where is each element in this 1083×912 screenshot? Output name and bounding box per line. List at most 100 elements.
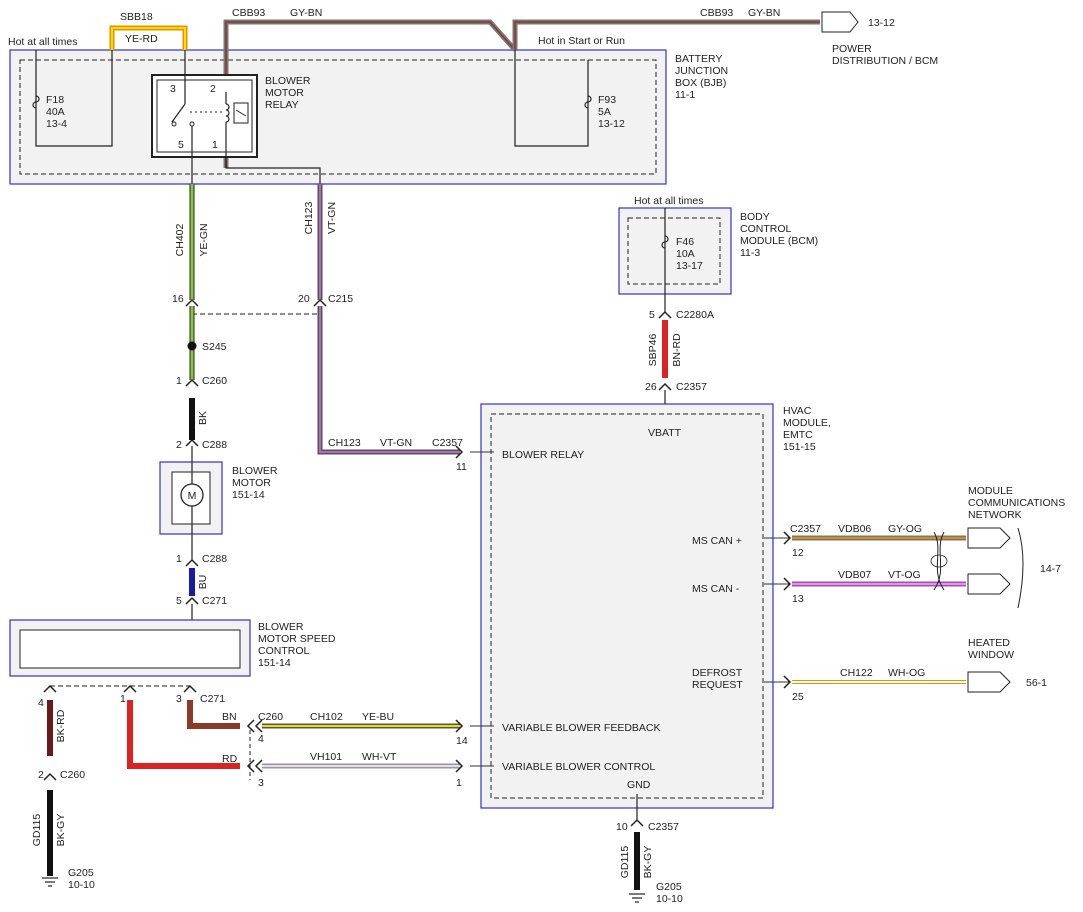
cbb93-b-code: CBB93 [700, 7, 733, 19]
bcm-title-3: MODULE (BCM) [740, 235, 818, 247]
rd-wire [127, 700, 240, 769]
bjb-title-2: JUNCTION [675, 65, 728, 77]
network-1: MODULE [968, 485, 1013, 497]
hvac-pin-1: 1 [456, 777, 462, 789]
hvac-title-3: EMTC [783, 429, 813, 441]
sbb18-color: YE-RD [125, 33, 158, 45]
cbb93-a-code: CBB93 [232, 7, 265, 19]
can-pin-12: 12 [792, 547, 804, 559]
pin-5: 5 [176, 595, 182, 607]
f18-name: F18 [46, 94, 64, 106]
speed-c271-label: C271 [200, 693, 225, 705]
c215-label: C215 [328, 293, 353, 305]
speed-title-1: BLOWER [258, 621, 304, 633]
speed-pin4-arrow [43, 684, 57, 693]
vh101-code: VH101 [310, 751, 342, 763]
speed-pin-3: 3 [176, 693, 182, 705]
bk-rd-label: BK-RD [55, 709, 67, 742]
ch123-code: CH123 [303, 201, 315, 234]
vdb06-color: GY-OG [888, 523, 922, 535]
relay-switch-arm [171, 103, 186, 123]
pin-20: 20 [298, 293, 310, 305]
f93-fuse-symbol [584, 95, 592, 109]
heated-title-1: HEATED [968, 637, 1010, 649]
c2280a-arrow [658, 310, 672, 319]
c288b-label: C288 [202, 553, 227, 565]
c271-label: C271 [202, 595, 227, 607]
hvac-title-4: 151-15 [783, 441, 816, 453]
bottom-c260-arrow-a [246, 719, 255, 733]
speed-control-inner [19, 629, 241, 669]
rd-label: RD [222, 753, 238, 765]
hvac-gnd: GND [627, 779, 651, 791]
network-2: COMMUNICATIONS [968, 497, 1065, 509]
can-minus-connector-icon [967, 573, 1011, 595]
ground-left-2: 10-10 [68, 879, 95, 891]
bjb-title-4: 11-1 [675, 89, 695, 101]
hvac-gd115-color: BK-GY [642, 846, 654, 879]
relay-inner [156, 79, 253, 153]
speed-title-3: CONTROL [258, 645, 309, 657]
f18-rating: 40A [46, 106, 65, 118]
f18-fuse-symbol [32, 95, 40, 109]
ch122-color: WH-OG [888, 667, 925, 679]
f46-fuse-symbol [661, 235, 669, 249]
ch102-code: CH102 [310, 711, 343, 723]
defrost-pin-25: 25 [792, 691, 804, 703]
heated-ref: 56-1 [1026, 677, 1047, 689]
speed-title-2: MOTOR SPEED [258, 633, 336, 645]
ch122-code: CH122 [840, 667, 873, 679]
c260-label: C260 [202, 375, 227, 387]
speed-pin3-arrow [183, 684, 197, 693]
f18-circuit [35, 50, 113, 147]
relay-contact-b [189, 121, 195, 127]
hvac-ms-can-minus: MS CAN - [692, 583, 740, 595]
c2280a-label: C2280A [676, 309, 714, 321]
hvac-relay-wire: CH123 [328, 437, 361, 449]
bottom-c260-arrow-b [254, 719, 263, 733]
f93-rating: 5A [598, 106, 611, 118]
speed-pin1-arrow [123, 684, 137, 693]
ground-left-1: G205 [68, 867, 94, 879]
bu-label: BU [197, 575, 209, 590]
hvac-pin-14: 14 [456, 735, 468, 747]
ch123-run-inner [319, 306, 460, 453]
bcm-box [618, 207, 732, 295]
twisted-pair-icon-a [933, 531, 945, 591]
bcm-title-2: CONTROL [740, 223, 791, 235]
can-plus-arrow [783, 531, 792, 545]
vh101-color: WH-VT [362, 751, 397, 763]
f93-name: F93 [598, 94, 616, 106]
pin-2-c288: 2 [176, 439, 182, 451]
relay-pin-1: 1 [212, 139, 218, 151]
c2357-vbatt-arrow [658, 382, 672, 391]
can-plus-connector-icon [967, 527, 1011, 549]
f93-ref: 13-12 [598, 118, 625, 130]
hvac-gnd-conn: C2357 [648, 821, 679, 833]
cbb93-b-inner [514, 21, 820, 50]
relay-pin-2: 2 [210, 83, 216, 95]
pin-16: 16 [172, 293, 184, 305]
hvac-pin-11: 11 [456, 461, 467, 473]
bottom-pin3-arrow-a [246, 759, 255, 773]
hvac-box [480, 403, 774, 809]
bottom-pin3-arrow-b [254, 759, 263, 773]
relay-title-1: BLOWER [265, 75, 311, 87]
twisted-pair-icon-b [933, 531, 945, 591]
can-minus-arrow [783, 577, 792, 591]
relay-pin-5: 5 [178, 139, 184, 151]
c288b-arrow [185, 558, 199, 567]
sbb18-wire-inner [111, 27, 186, 50]
sbp46-color: BN-RD [671, 333, 683, 367]
sbp46-code: SBP46 [647, 334, 659, 367]
bjb-title-3: BOX (BJB) [675, 77, 726, 89]
relay-coil-icon [225, 103, 230, 123]
bjb-title-1: BATTERY [675, 53, 722, 65]
speed-c260-arrow [43, 772, 57, 781]
twisted-pair-loop [930, 554, 948, 568]
bjb-hot-label: Hot at all times [8, 36, 77, 48]
heated-connector-icon [967, 671, 1011, 693]
hvac-vbatt-conn: C2357 [676, 381, 707, 393]
relay-title-2: MOTOR [265, 87, 304, 99]
bcm-title-1: BODY [740, 211, 770, 223]
